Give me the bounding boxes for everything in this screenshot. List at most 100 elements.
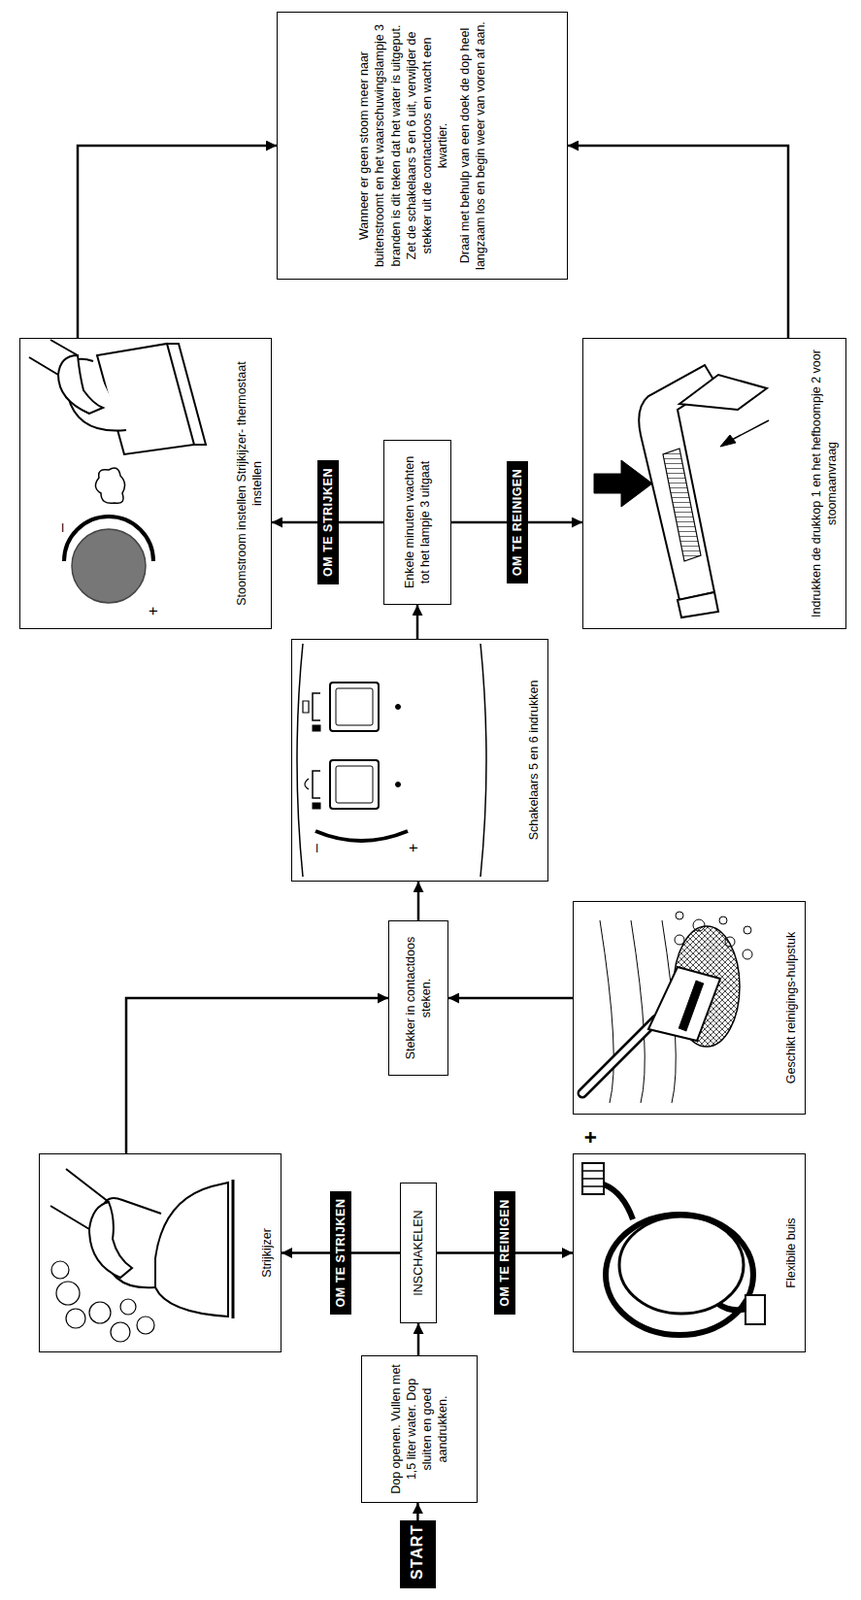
node-text: Indrukken de drukkop 1 en het hefboompje…: [808, 344, 841, 623]
cleaning-nozzle-illustration-part: [743, 926, 752, 934]
node-text: Stekker in contactdoos steken.: [402, 928, 435, 1067]
iron-illustration-part: [51, 1260, 69, 1279]
text-wrap: Geschikt reinigings-hulpstuk: [783, 907, 799, 1108]
hose-illustration-part: [745, 1294, 765, 1325]
switch-panel-illustration-part: [297, 643, 303, 877]
steam-dial-illustration-part: [95, 467, 125, 503]
process-box: Dop openen. Vullen met 1,5 liter water. …: [361, 1355, 478, 1503]
branch-label: OM TE STRIJKEN: [330, 1191, 352, 1316]
switch-panel-illustration-part: [302, 700, 309, 790]
switch-panel-illustration-part: [312, 725, 321, 731]
steam-dial-illustration-part: [166, 343, 206, 445]
steam-dial-illustration-part: [97, 343, 195, 455]
text-wrap: Strijkijzer: [259, 1159, 275, 1346]
cleaning-nozzle-illustration-part: [719, 916, 728, 925]
hose-illustration-part: [718, 1303, 748, 1310]
node-text: Geschikt reinigings-hulpstuk: [783, 907, 799, 1108]
iron-illustration-part: [110, 1322, 131, 1342]
cleaning-nozzle-illustration-part: [582, 1019, 657, 1093]
iron-illustration-part: [136, 1316, 155, 1334]
text-wrap: Indrukken de drukkop 1 en het hefboompje…: [808, 344, 841, 623]
cleaning-nozzle-illustration-part: [742, 949, 753, 960]
switch-panel-illustration-part: [315, 830, 408, 841]
steam-dial-illustration-part: [29, 339, 78, 375]
flow-arrow: [416, 604, 420, 639]
branch-label: OM TE REINIGEN: [506, 461, 529, 584]
text-wrap: Schakelaars 5 en 6 indrukken: [526, 645, 542, 875]
start-terminal: START: [399, 1520, 436, 1589]
note-box: Wanneer er geen stoom meer naar buitenst…: [276, 11, 568, 280]
cleaning-nozzle-illustration-part: [675, 911, 684, 920]
node-text: Strijkijzer: [259, 1159, 275, 1346]
node-text: Schakelaars 5 en 6 indrukken: [526, 645, 542, 875]
steam-gun-illustration-part: [729, 420, 769, 441]
picture-box: Indrukken de drukkop 1 en het hefboompje…: [582, 337, 847, 630]
node-text: Dop openen. Vullen met 1,5 liter water. …: [388, 1363, 452, 1494]
steam-dial-illustration-part: [58, 355, 103, 414]
steam-dial-illustration-part: [64, 516, 154, 562]
cleaning-nozzle-illustration-part: [725, 936, 735, 947]
cleaning-nozzle-illustration-part: [693, 919, 705, 931]
branch-label: OM TE STRIJKEN: [317, 460, 339, 585]
flow-arrow: [416, 1502, 420, 1521]
hose-illustration-part: [619, 1216, 744, 1314]
dial-sign: –: [308, 843, 325, 853]
node-text: INSCHAKELEN: [410, 1191, 427, 1315]
switch-panel-illustration-part: [312, 802, 321, 809]
node-text: Draai met behulp van een doek de dop hee…: [457, 20, 490, 271]
flow-arrow: [417, 1323, 421, 1356]
switch-panel-illustration-part: [335, 765, 373, 803]
process-box: Enkele minuten wachten tot het lampje 3 …: [383, 439, 452, 605]
cleaning-nozzle-illustration-part: [674, 934, 685, 945]
steam-dial-illustration: [29, 339, 206, 603]
flow-arrow: [126, 997, 389, 1154]
cleaning-nozzle-illustration: [582, 911, 753, 1103]
switch-panel-illustration-part: [396, 704, 401, 710]
cleaning-nozzle-illustration-part: [582, 1019, 657, 1093]
text-wrap: Wanneer er geen stoom meer naar buitenst…: [356, 20, 489, 271]
text-wrap: START: [407, 1528, 429, 1580]
hose-illustration-part: [603, 1184, 633, 1220]
flow-arrow: [417, 881, 421, 921]
iron-illustration: [50, 1168, 233, 1342]
picture-box: Flexibile buis: [572, 1153, 806, 1353]
iron-illustration-part: [56, 1281, 80, 1305]
switch-panel-illustration-part: [335, 688, 373, 726]
text-wrap: Stoomstroom instellen Strijkijzer- therm…: [233, 344, 266, 623]
flow-arrow: [448, 996, 573, 1000]
node-text: Enkele minuten wachten tot het lampje 3 …: [401, 448, 434, 597]
switch-panel-illustration-part: [480, 643, 487, 877]
dial-sign: +: [145, 606, 162, 616]
process-box: INSCHAKELEN: [399, 1182, 437, 1324]
iron-illustration-part: [120, 1298, 136, 1315]
steam-gun-illustration: [594, 364, 769, 618]
picture-box: Stoomstroom instellen Strijkijzer- therm…: [19, 337, 272, 630]
branch-label: OM TE REINIGEN: [494, 1191, 516, 1314]
node-text: Wanneer er geen stoom meer naar buitenst…: [356, 20, 452, 271]
hose-illustration-part: [605, 1214, 754, 1335]
node-text: Flexibile buis: [783, 1159, 799, 1346]
text-wrap: Dop openen. Vullen met 1,5 liter water. …: [388, 1363, 452, 1494]
node-text: Stoomstroom instellen Strijkijzer- therm…: [233, 344, 266, 623]
hose-illustration-part: [582, 1170, 604, 1187]
plus-sign: +: [580, 1130, 602, 1144]
text-wrap: INSCHAKELEN: [410, 1191, 427, 1315]
flow-arrow: [567, 145, 789, 338]
switch-panel-illustration: [297, 643, 487, 877]
cleaning-nozzle-illustration-part: [678, 980, 703, 1031]
iron-illustration-part: [66, 1308, 86, 1328]
steam-gun-illustration-part: [677, 592, 719, 618]
steam-gun-illustration-part: [679, 374, 767, 410]
switch-panel-illustration-part: [330, 760, 379, 809]
switch-panel-illustration-part: [330, 682, 379, 731]
switch-panel-illustration-part: [312, 693, 321, 798]
cleaning-nozzle-illustration-part: [648, 966, 721, 1041]
hose-illustration-part: [582, 1162, 604, 1194]
text-wrap: Stekker in contactdoos steken.: [402, 928, 435, 1067]
node-text: START: [407, 1528, 429, 1580]
flow-arrow: [77, 145, 277, 338]
steam-gun-illustration-part: [662, 448, 701, 562]
